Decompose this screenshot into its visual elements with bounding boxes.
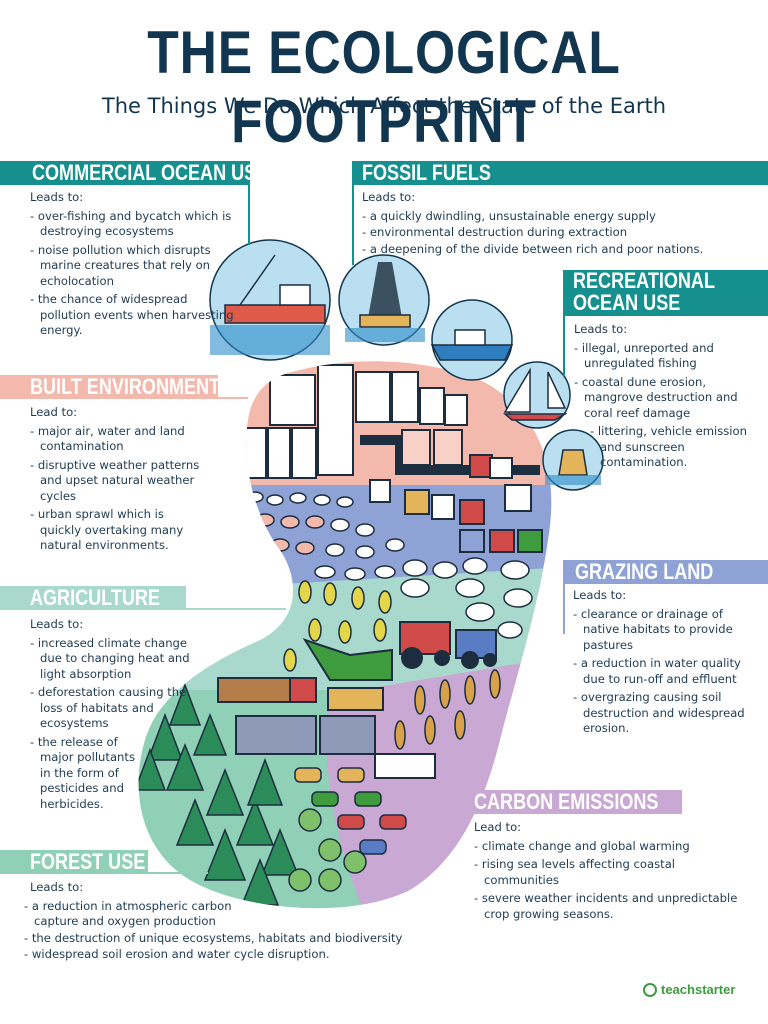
grazing-land-item: clearance or drainage of native habitats… [573, 607, 753, 654]
agriculture-item: the release of major pollutants in the f… [30, 735, 140, 813]
built-environments-heading: BUILT ENVIRONMENTS [30, 375, 218, 399]
recreational-ocean-use-item: illegal, unreported and unregulated fish… [574, 341, 754, 372]
forest-use-heading: FOREST USE [30, 850, 146, 874]
forest-use-banner: FOREST USE [0, 850, 148, 874]
carbon-emissions-item: climate change and global warming [474, 839, 744, 855]
grazing-land-item: a reduction in water quality due to run-… [573, 656, 753, 687]
fossil-fuels-item: a deepening of the divide between rich a… [362, 242, 762, 258]
agriculture-item: increased climate change due to changing… [30, 636, 195, 683]
commercial-ocean-use-item: the chance of widespread pollution event… [30, 292, 238, 339]
forest-use-section: Leads to: a reduction in atmospheric car… [24, 880, 444, 966]
fossil-fuels-item: environmental destruction during extract… [362, 225, 762, 241]
built-environments-section: Lead to: major air, water and land conta… [30, 405, 200, 557]
crops [283, 580, 392, 672]
carbon-emissions-heading: CARBON EMISSIONS [474, 790, 659, 814]
carbon-emissions-banner: CARBON EMISSIONS [464, 790, 682, 814]
carbon-emissions-item: severe weather incidents and unpredictab… [474, 891, 744, 922]
built-environments-banner: BUILT ENVIRONMENTS [0, 375, 218, 399]
carbon-emissions-section: Lead to: climate change and global warmi… [474, 820, 744, 925]
farm-vehicles [217, 621, 497, 779]
traffic-cars [294, 767, 407, 855]
teachstarter-logo-icon [643, 982, 657, 997]
grazing-land-item: overgrazing causing soil destruction and… [573, 690, 753, 737]
agriculture-item: deforestation causing the loss of habita… [30, 685, 195, 732]
agriculture-banner: AGRICULTURE [0, 586, 186, 610]
agriculture-heading: AGRICULTURE [30, 586, 160, 610]
built-environments-item: urban sprawl which is quickly overtaking… [30, 507, 200, 554]
grazing-land-banner: GRAZING LAND [563, 560, 768, 584]
recreational-ocean-use-section: Leads to: illegal, unreported and unregu… [574, 322, 754, 474]
commercial-ocean-use-section: Leads to: over-fishing and bycatch which… [30, 190, 238, 342]
forest-trees [138, 682, 300, 906]
teachstarter-logo: teachstarter [643, 982, 735, 997]
forest-use-item: the destruction of unique ecosystems, ha… [24, 931, 444, 947]
built-environments-rule [218, 397, 248, 399]
carbon-emissions-rule [420, 812, 464, 814]
grazing-land-connector [563, 584, 565, 634]
fossil-fuels-lead: Leads to: [362, 190, 416, 204]
commercial-ocean-use-lead: Leads to: [30, 190, 84, 204]
orchard-trees [288, 808, 367, 892]
agriculture-rule [186, 608, 286, 610]
forest-use-item: a reduction in atmospheric carbon captur… [24, 899, 274, 930]
grazing-land-lead: Leads to: [573, 588, 627, 602]
fossil-fuels-section: Leads to: a quickly dwindling, unsustain… [362, 190, 762, 260]
forest-use-lead: Leads to: [30, 880, 84, 894]
recreational-ocean-use-item: coastal dune erosion, mangrove destructi… [574, 375, 754, 422]
grazing-land-heading: GRAZING LAND [575, 560, 714, 584]
recreational-ocean-use-heading-1: RECREATIONAL [573, 270, 715, 293]
commercial-ocean-use-banner: COMMERCIAL OCEAN USE [0, 161, 250, 185]
recreational-ocean-use-lead: Leads to: [574, 322, 628, 336]
fossil-fuels-heading: FOSSIL FUELS [362, 161, 491, 185]
commercial-ocean-use-item: noise pollution which disrupts marine cr… [30, 243, 238, 290]
grazing-land-section: Leads to: clearance or drainage of nativ… [573, 588, 753, 740]
page-title: THE ECOLOGICAL FOOTPRINT [147, 19, 621, 155]
fossil-fuels-banner: FOSSIL FUELS [352, 161, 768, 185]
commercial-ocean-use-connector [248, 185, 250, 245]
forest-use-rule [148, 872, 208, 874]
recreational-ocean-use-connector [563, 316, 565, 376]
agriculture-lead: Leads to: [30, 617, 84, 631]
teachstarter-logo-text: teachstarter [661, 982, 736, 997]
commercial-ocean-use-item: over-fishing and bycatch which is destro… [30, 209, 238, 240]
fossil-fuels-item: a quickly dwindling, unsustainable energ… [362, 209, 762, 225]
fossil-fuels-connector [352, 185, 354, 265]
recreational-ocean-use-heading-2: OCEAN USE [573, 290, 681, 315]
built-environments-lead: Lead to: [30, 405, 78, 419]
carbon-emissions-lead: Lead to: [474, 820, 522, 834]
page-subtitle: The Things We Do Which Affect the State … [101, 94, 667, 118]
agriculture-section: Leads to: increased climate change due t… [30, 617, 195, 815]
city-buildings [239, 364, 543, 553]
forest-use-item: widespread soil erosion and water cycle … [24, 947, 444, 963]
built-environments-item: major air, water and land contamination [30, 424, 200, 455]
carbon-emissions-item: rising sea levels affecting coastal comm… [474, 857, 744, 888]
grazing-animals [246, 491, 533, 639]
commercial-ocean-use-heading: COMMERCIAL OCEAN USE [32, 161, 250, 185]
built-environments-item: disruptive weather patterns and upset na… [30, 458, 200, 505]
recreational-ocean-use-banner: RECREATIONAL OCEAN USE [563, 270, 768, 316]
recreational-ocean-use-item: littering, vehicle emission and sunscree… [574, 424, 754, 471]
wheat-stalks [394, 669, 501, 750]
